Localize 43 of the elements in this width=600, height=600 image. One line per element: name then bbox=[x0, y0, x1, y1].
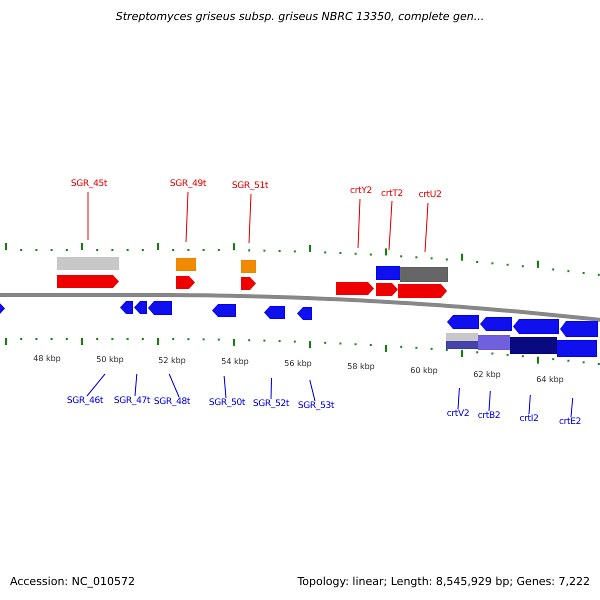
scale-label: 48 kbp bbox=[33, 354, 61, 364]
leader-line bbox=[388, 200, 392, 250]
gene-label: SGR_51t bbox=[232, 181, 268, 192]
scale-label: 62 kbp bbox=[473, 370, 501, 380]
title: Streptomyces griseus subsp. griseus NBRC 13350, complete gen... bbox=[114, 10, 486, 23]
scale-label: 50 kbp bbox=[96, 355, 124, 365]
scale-label: 52 kbp bbox=[158, 356, 186, 366]
leader-line bbox=[134, 374, 138, 396]
gene-label: SGR_45t bbox=[70, 179, 108, 190]
leader-line bbox=[86, 374, 106, 396]
gene-label: SGR_47t bbox=[114, 396, 150, 407]
scale-label: 58 kbp bbox=[347, 362, 375, 372]
leader-line bbox=[270, 378, 272, 400]
footer-text: Topology: linear; Length: 8,545,929 bp; Genes: 7,222 bbox=[297, 575, 590, 588]
leader-line bbox=[248, 194, 252, 244]
gene-label: SGR_48t bbox=[154, 397, 190, 408]
scale-label: 60 kbp bbox=[410, 366, 438, 376]
gene-label: SGR_49t bbox=[170, 179, 206, 190]
gene-label: SGR_46t bbox=[66, 396, 104, 407]
leader-line bbox=[528, 394, 531, 414]
gene-label: crtB2 bbox=[478, 411, 500, 422]
gene-label: crtY2 bbox=[350, 186, 372, 197]
gene-label: crtV2 bbox=[446, 409, 470, 420]
leader-line bbox=[186, 192, 188, 242]
scale-label: 64 kbp bbox=[536, 375, 564, 385]
leader-line bbox=[224, 376, 226, 398]
leader-line bbox=[570, 398, 574, 418]
gene-label: crtT2 bbox=[381, 189, 403, 200]
leader-line bbox=[358, 198, 360, 248]
gene-label: crtI2 bbox=[519, 414, 539, 425]
leader-line bbox=[309, 380, 316, 402]
gene-label: SGR_50t bbox=[208, 398, 246, 409]
gene-label: crtE2 bbox=[558, 417, 582, 428]
leader-line bbox=[424, 202, 428, 252]
footer-text: Accession: NC_010572 bbox=[10, 575, 136, 588]
leader-line bbox=[488, 390, 491, 412]
gene-label: crtU2 bbox=[418, 190, 442, 201]
leader-line bbox=[168, 374, 180, 398]
scale-label: 56 kbp bbox=[284, 359, 312, 369]
leader-line bbox=[458, 388, 460, 410]
gene-label: SGR_53t bbox=[298, 401, 334, 412]
scale-label: 54 kbp bbox=[221, 357, 249, 367]
gene-label: SGR_52t bbox=[252, 399, 290, 410]
